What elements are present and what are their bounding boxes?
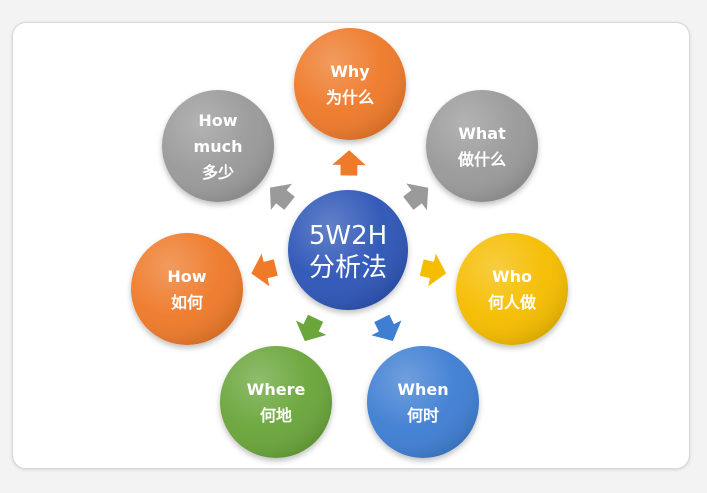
arrow-icon <box>403 183 429 211</box>
center-shine <box>288 190 408 310</box>
arrow-icon-how <box>251 253 278 287</box>
arrow-icon <box>332 150 366 176</box>
node-how-shine <box>131 233 243 345</box>
node-how-much-subtitle: 多少 <box>202 163 234 182</box>
node-how-subtitle: 如何 <box>171 293 203 312</box>
arrow-icon-where <box>295 314 327 342</box>
node-who-subtitle: 何人做 <box>488 293 537 312</box>
node-why-shine <box>294 28 406 140</box>
node-what-shine <box>426 90 538 202</box>
center-subtitle: 分析法 <box>309 253 387 283</box>
arrow-icon-when <box>371 314 402 341</box>
arrow-icon <box>295 314 327 342</box>
node-where-subtitle: 何地 <box>260 406 292 425</box>
node-what: What 做什么 <box>426 90 538 202</box>
node-where-shine <box>220 346 332 458</box>
node-how-title: How <box>167 267 206 286</box>
node-how-much-shine <box>162 90 274 202</box>
node-how-much-title-line2: much <box>194 137 243 156</box>
node-when-shine <box>367 346 479 458</box>
node-when-subtitle: 何时 <box>407 406 439 425</box>
arrow-icon <box>419 253 447 287</box>
node-how-much: How much 多少 <box>162 90 274 202</box>
arrow-icon-how-much <box>269 183 295 210</box>
arrow-icon <box>269 183 295 210</box>
arrow-icon <box>371 314 402 341</box>
node-when: When 何时 <box>367 346 479 458</box>
node-why-title: Why <box>330 62 370 81</box>
node-how: How 如何 <box>131 233 243 345</box>
arrow-icon <box>251 253 278 287</box>
node-who: Who 何人做 <box>456 233 568 345</box>
center-title: 5W2H <box>309 221 387 251</box>
arrow-icon-what <box>403 183 429 211</box>
arrow-icon-who <box>419 253 447 287</box>
arrow-icon-why <box>332 150 366 176</box>
node-where: Where 何地 <box>220 346 332 458</box>
node-how-much-title-line1: How <box>198 111 237 130</box>
node-who-shine <box>456 233 568 345</box>
arrow-group <box>251 150 447 342</box>
node-who-title: Who <box>492 267 532 286</box>
node-what-title: What <box>458 124 506 143</box>
node-where-title: Where <box>247 380 306 399</box>
node-when-title: When <box>397 380 448 399</box>
node-why-subtitle: 为什么 <box>326 88 374 107</box>
node-why: Why 为什么 <box>294 28 406 140</box>
center-node: 5W2H 分析法 <box>288 190 408 310</box>
node-group: Why 为什么 What 做什么 Who 何人做 When 何时 Where 何… <box>131 28 568 458</box>
node-what-subtitle: 做什么 <box>457 150 506 169</box>
